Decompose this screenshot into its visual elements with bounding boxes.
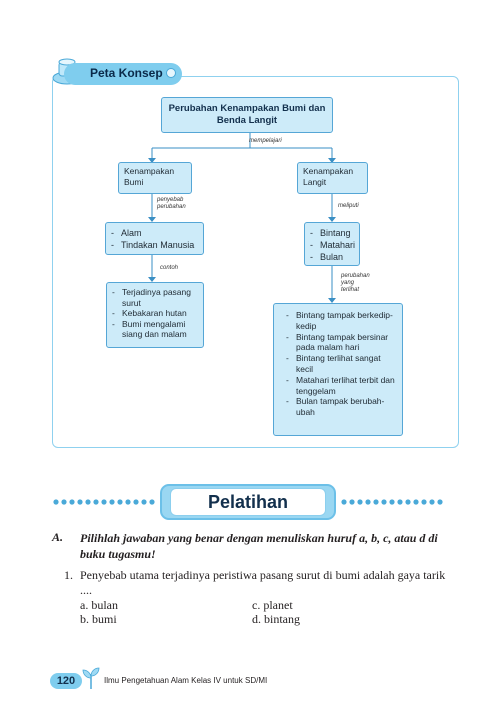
change-item: Bintang tampak berkedip-kedip [286, 310, 396, 332]
left-link-label: penyebab perubahan [157, 197, 186, 210]
concept-map-title: Peta Konsep [90, 66, 163, 80]
change-item: Matahari terlihat terbit dan tenggelam [286, 375, 396, 397]
option-c: c. planet [252, 598, 293, 612]
left-causes-box: Alam Tindakan Manusia [105, 222, 204, 255]
page-number: 120 [56, 675, 76, 687]
root-concept-text: Perubahan Kenampakan Bumi dan Benda Lang… [168, 103, 326, 126]
left-concept-box: Kenampakan Bumi [118, 162, 192, 194]
page-number-badge [50, 673, 82, 689]
concept-tab [64, 63, 182, 85]
sky-item: Bulan [310, 251, 354, 263]
example-item: Bumi mengalami siang dan malam [112, 319, 198, 340]
change-item: Bintang terlihat sangat kecil [286, 353, 396, 375]
root-concept-box: Perubahan Kenampakan Bumi dan Benda Lang… [161, 97, 333, 133]
tab-dot-icon [166, 68, 176, 78]
footer-book-title: Ilmu Pengetahuan Alam Kelas IV untuk SD/… [104, 676, 268, 685]
plant-icon [82, 667, 100, 690]
cause-item: Tindakan Manusia [111, 239, 198, 251]
exercise-banner-inner [170, 488, 326, 516]
right-link-label: meliputi [338, 203, 359, 209]
sky-item: Bintang [310, 227, 354, 239]
section-letter: A. [52, 530, 64, 544]
option-d: d. bintang [252, 612, 300, 626]
section-instruction: Pilihlah jawaban yang benar dengan menul… [80, 531, 438, 561]
right-link2-label: perubahan yang terlihat [341, 273, 370, 293]
left-dot-divider [53, 499, 155, 505]
sky-item: Matahari [310, 239, 355, 251]
right-concept-text: Kenampakan Langit [303, 166, 354, 187]
exercise-title: Pelatihan [207, 492, 289, 512]
example-item: Terjadinya pasang surut [112, 287, 198, 308]
option-a: a. bulan [80, 598, 118, 612]
left-concept-text: Kenampakan Bumi [124, 166, 175, 187]
right-items-box: Bintang Matahari Bulan [304, 222, 360, 266]
question-number: 1. [64, 568, 73, 582]
left-examples-box: Terjadinya pasang surut Kebakaran hutan … [106, 282, 204, 348]
left-link2-label: contoh [160, 265, 179, 271]
option-b: b. bumi [80, 612, 117, 626]
right-changes-box: Bintang tampak berkedip-kedip Bintang ta… [273, 303, 403, 436]
concept-map-frame [52, 76, 459, 448]
right-dot-divider [341, 499, 443, 505]
change-item: Bintang tampak bersinar pada malam hari [286, 332, 396, 354]
question-text: Penyebab utama terjadinya peristiwa pasa… [80, 568, 446, 597]
example-item: Kebakaran hutan [112, 308, 198, 319]
root-link-label: mempelajari [249, 138, 282, 144]
change-item: Bulan tampak berubah-ubah [286, 396, 396, 418]
right-concept-box: Kenampakan Langit [297, 162, 368, 194]
cause-item: Alam [111, 227, 198, 239]
